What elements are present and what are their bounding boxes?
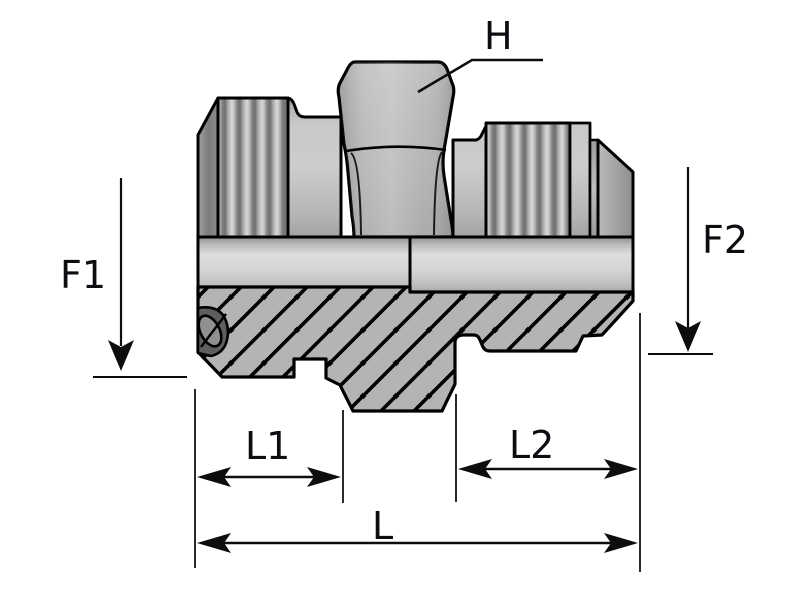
l-arrowhead-left bbox=[197, 533, 231, 553]
label-h: H bbox=[484, 14, 513, 58]
hex-face-line-right bbox=[433, 151, 443, 236]
bore-left bbox=[196, 235, 412, 289]
bore bbox=[196, 235, 635, 294]
f2-arrowhead bbox=[675, 321, 701, 352]
right-thread-area bbox=[484, 121, 572, 239]
l2-arrowhead-left bbox=[458, 459, 492, 479]
seal-ring bbox=[197, 314, 223, 348]
fitting-body bbox=[196, 60, 635, 413]
seal-hatch-line bbox=[200, 313, 227, 348]
cross-section-hatch bbox=[196, 285, 635, 413]
dim-l2: L2 bbox=[458, 423, 638, 479]
label-f2: F2 bbox=[702, 218, 748, 262]
dim-f1: F1 bbox=[60, 178, 187, 378]
leader-h: H bbox=[417, 14, 543, 94]
l-arrowhead-right bbox=[604, 533, 638, 553]
right-shoulder-band bbox=[568, 121, 592, 239]
hex-chamfer-ridge bbox=[345, 145, 447, 153]
l1-arrowhead-left bbox=[197, 467, 231, 487]
nose-cone bbox=[596, 138, 635, 239]
left-thread-section bbox=[196, 96, 343, 239]
l2-arrowhead-right bbox=[604, 459, 638, 479]
hex-section bbox=[336, 60, 456, 239]
dim-l: L bbox=[197, 504, 638, 553]
label-l2: L2 bbox=[509, 423, 554, 467]
dim-l1: L1 bbox=[197, 424, 341, 487]
bore-right bbox=[408, 235, 635, 294]
right-thread-section bbox=[451, 121, 635, 239]
left-neck bbox=[286, 96, 343, 239]
f1-arrowhead bbox=[108, 340, 134, 371]
h-leader-line bbox=[417, 58, 543, 94]
seal-detail bbox=[196, 306, 230, 358]
section-hatch-lines bbox=[196, 285, 635, 413]
hex-face-line-left bbox=[350, 152, 362, 236]
label-l: L bbox=[372, 504, 393, 548]
l1-arrowhead-right bbox=[307, 467, 341, 487]
label-f1: F1 bbox=[60, 253, 106, 297]
left-thread-area bbox=[216, 96, 290, 239]
hex-shine-overlay bbox=[338, 62, 454, 237]
extension-lines bbox=[194, 313, 641, 572]
label-l1: L1 bbox=[245, 424, 290, 468]
left-thread-chamfer bbox=[196, 96, 220, 239]
dim-f2: F2 bbox=[648, 167, 748, 355]
